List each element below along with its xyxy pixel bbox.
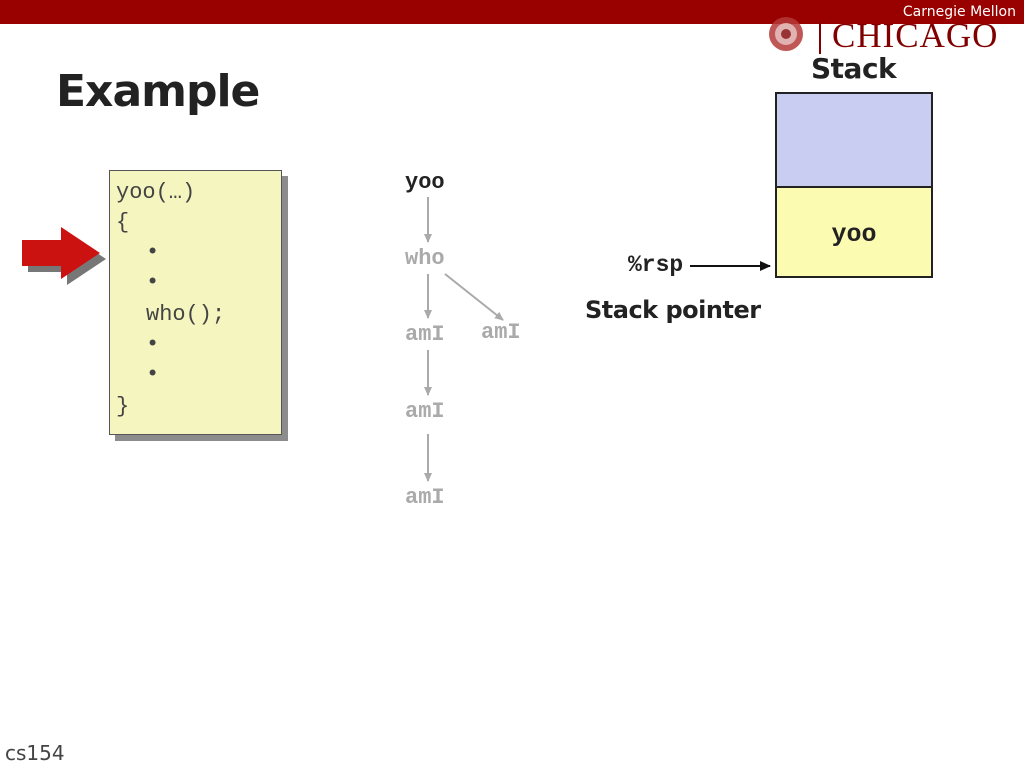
code-line: • [146, 240, 160, 265]
rsp-register: %rsp [628, 252, 684, 278]
stack-frame-label: yoo [831, 220, 877, 249]
code-line: • [146, 270, 160, 295]
code-box: yoo(…) { • • who(); • • } [109, 170, 282, 435]
code-line: • [146, 362, 160, 387]
code-line: } [116, 394, 130, 419]
tree-node-ami: amI [481, 320, 521, 345]
tree-node-who: who [405, 246, 445, 271]
tree-node-ami: amI [405, 485, 445, 510]
tree-node-ami: amI [405, 399, 445, 424]
tree-node-yoo: yoo [405, 170, 445, 195]
code-line: yoo(…) [116, 180, 196, 205]
code-line: who(); [146, 302, 226, 327]
stack-label: Stack [811, 52, 897, 85]
logo-text: CHICAGO [832, 16, 999, 55]
logo-divider [819, 22, 821, 54]
stack-frame-yoo: yoo [777, 188, 931, 276]
code-line: • [146, 332, 160, 357]
header-bar: Carnegie Mellon [0, 0, 1024, 24]
stack-frame-upper [777, 94, 931, 188]
code-line: { [116, 210, 130, 235]
stack-pointer-label: Stack pointer [585, 296, 761, 324]
footer-course: cs154 [5, 741, 65, 765]
institution-name: Carnegie Mellon [902, 4, 1016, 20]
tree-node-ami: amI [405, 322, 445, 347]
slide-title: Example [56, 66, 260, 117]
stack-diagram: yoo [775, 92, 933, 278]
